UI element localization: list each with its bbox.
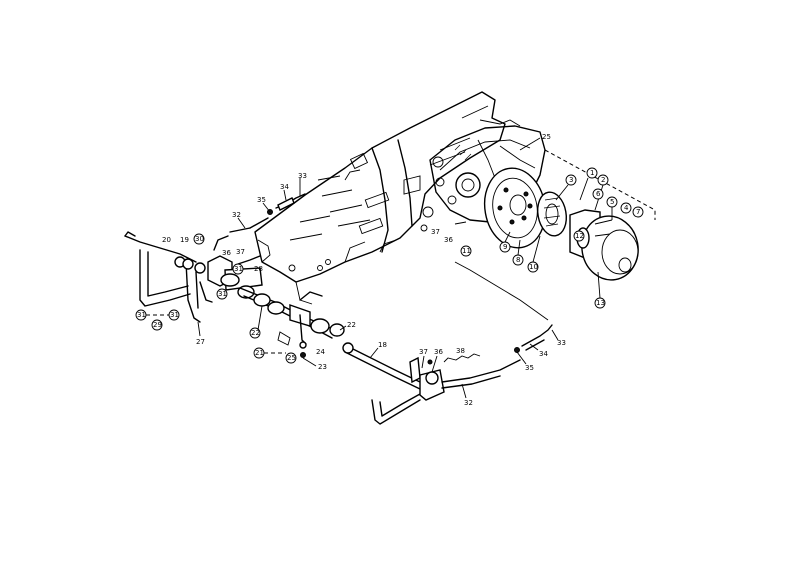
callout-label: 9 (503, 243, 507, 251)
callout-label: 38 (456, 347, 465, 355)
callout-label: 18 (378, 341, 387, 349)
clutch-disc (536, 191, 568, 237)
callout-label: 22 (251, 329, 260, 337)
callout-label: 12 (575, 232, 584, 240)
clutch-cable (454, 261, 549, 321)
callout-label: 10 (529, 263, 538, 271)
callout-label: 11 (462, 247, 471, 255)
callout-label: 8 (516, 256, 520, 264)
callout-label: 31 (218, 290, 227, 298)
callout-label: 35 (525, 364, 534, 372)
callout-label: 25 (542, 133, 551, 141)
callouts-layer: 25 35 34 33 32 20 19 30 36 37 28 31 31 (135, 133, 644, 407)
callout-label: 28 (254, 265, 263, 273)
callout-label: 25 (287, 354, 296, 362)
callout-label: 30 (195, 235, 204, 243)
callout-label: 29 (153, 321, 162, 329)
callout-label: 4 (624, 204, 629, 212)
callout-label: 31 (137, 311, 146, 319)
callout-label: 32 (464, 399, 473, 407)
callout-label: 23 (318, 363, 327, 371)
callout-label: 37 (431, 228, 440, 236)
callout-label: 20 (162, 236, 171, 244)
pressure-plate (569, 209, 639, 281)
callout-label: 31 (234, 265, 243, 273)
callout-label: 31 (170, 311, 179, 319)
callout-label: 1 (590, 169, 594, 177)
left-pedal-linkage (124, 231, 263, 323)
callout-label: 33 (298, 172, 307, 180)
callout-label: 24 (316, 348, 325, 356)
callout-label: 7 (636, 208, 640, 216)
callout-label: 27 (196, 338, 205, 346)
callout-label: 6 (596, 190, 601, 198)
callout-label: 13 (596, 299, 605, 307)
callout-label: 33 (557, 339, 566, 347)
callout-label: 35 (257, 196, 266, 204)
right-pedal-linkage (342, 324, 553, 425)
callout-label: 32 (232, 211, 241, 219)
callout-label: 34 (539, 350, 548, 358)
callout-label: 37 (419, 348, 428, 356)
callout-label: 21 (255, 349, 264, 357)
callout-label: 5 (610, 198, 614, 206)
callout-label: 19 (180, 236, 189, 244)
callout-label: 22 (347, 321, 356, 329)
callout-label: 36 (444, 236, 453, 244)
callout-label: 37 (236, 248, 245, 256)
callout-label: 34 (280, 183, 289, 191)
callout-label: 3 (569, 176, 573, 184)
cross-shaft-assembly (239, 287, 345, 358)
callout-label: 2 (601, 176, 605, 184)
callout-label: 36 (222, 249, 231, 257)
upper-rod-linkage (229, 193, 306, 233)
callout-label: 36 (434, 348, 443, 356)
